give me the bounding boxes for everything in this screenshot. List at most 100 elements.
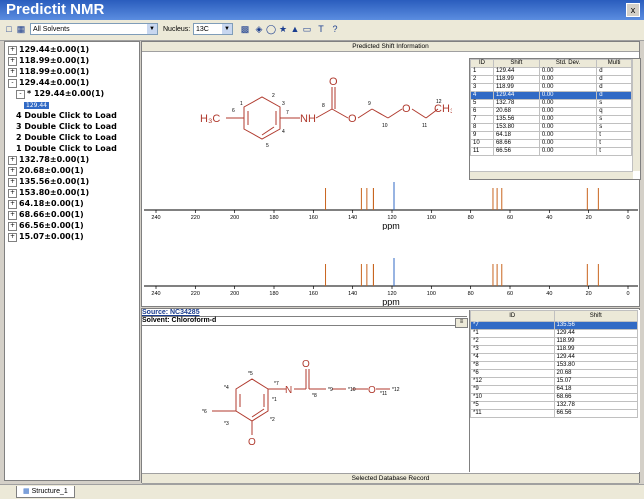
tree-item[interactable]: 4 Double Click to Load: [16, 111, 117, 120]
table-scrollbar[interactable]: [632, 59, 640, 171]
table-cell: 118.99: [553, 337, 638, 346]
column-header[interactable]: ID: [470, 59, 494, 68]
column-header[interactable]: Multi: [596, 59, 632, 68]
expand-icon[interactable]: +: [8, 233, 17, 242]
tree-item[interactable]: +118.99±0.00(1): [8, 56, 89, 66]
carbonyl-o-label: O: [329, 76, 338, 88]
tree-item[interactable]: -* 129.44±0.00(1): [16, 89, 104, 99]
nucleus-select[interactable]: 13C ▼: [193, 23, 233, 35]
expand-icon[interactable]: +: [8, 189, 17, 198]
expand-icon[interactable]: +: [8, 222, 17, 231]
ring-icon[interactable]: ◯: [266, 24, 277, 34]
tree-item[interactable]: +118.99±0.00(1): [8, 67, 89, 77]
expand-icon[interactable]: +: [8, 156, 17, 165]
table-cell: 9: [470, 131, 494, 140]
close-icon[interactable]: x: [626, 3, 640, 17]
open-folder-icon[interactable]: ▦: [16, 24, 26, 34]
new-file-icon[interactable]: □: [6, 24, 12, 34]
table-cell: 135.56: [492, 115, 540, 124]
tree-item[interactable]: +66.56±0.00(1): [8, 221, 84, 231]
collapse-icon[interactable]: -: [16, 90, 25, 99]
expand-icon[interactable]: +: [8, 167, 17, 176]
tree-item[interactable]: +68.66±0.00(1): [8, 210, 84, 220]
atom-icon[interactable]: ★: [278, 24, 288, 34]
tree-item[interactable]: 3 Double Click to Load: [16, 122, 117, 131]
collapse-icon[interactable]: -: [8, 79, 17, 88]
tree-item[interactable]: 129.44: [24, 100, 49, 109]
column-header[interactable]: ID: [470, 310, 555, 322]
column-header[interactable]: Shift: [492, 59, 540, 68]
tree-item[interactable]: -129.44±0.00(1): [8, 78, 89, 88]
table-cell: t: [596, 147, 632, 156]
column-header[interactable]: Shift: [553, 310, 638, 322]
tree-item[interactable]: +15.07±0.00(1): [8, 232, 84, 242]
tree-item[interactable]: +153.80±0.00(1): [8, 188, 89, 198]
menu-icon[interactable]: ≡: [455, 318, 468, 328]
expand-icon[interactable]: +: [8, 46, 17, 55]
tree-item-label: 4 Double Click to Load: [16, 111, 117, 120]
tree-item[interactable]: +135.56±0.00(1): [8, 177, 89, 187]
atom-number: *8: [312, 393, 317, 399]
tree-item[interactable]: +64.18±0.00(1): [8, 199, 84, 209]
expand-icon[interactable]: +: [8, 68, 17, 77]
tree-item[interactable]: 1 Double Click to Load: [16, 144, 117, 153]
solvent-select[interactable]: All Solvents ▼: [30, 23, 158, 35]
table-h-scrollbar[interactable]: [470, 171, 633, 179]
tab-structure-1[interactable]: ▦ Structure_1: [16, 486, 75, 498]
predict-icon[interactable]: ▩: [240, 24, 250, 34]
expand-icon[interactable]: +: [8, 211, 17, 220]
expand-icon[interactable]: +: [8, 200, 17, 209]
spectrum2-xlabel: ppm: [382, 297, 400, 306]
erase-icon[interactable]: ▲: [290, 24, 300, 34]
top-structure-drawing[interactable]: H₃C NH O O O CH₃ 6 1 2 3 4 5 7 8 9 10 11…: [182, 67, 452, 177]
bond-icon[interactable]: ◈: [255, 24, 263, 34]
spectrum2-tick-label: 200: [230, 291, 239, 297]
database-structure-drawing[interactable]: N O O O *5 *4 *7 *8 *9 *10 *11 *12 *6 *3…: [182, 339, 422, 469]
help-icon[interactable]: ?: [332, 24, 338, 34]
window-title: Predictit NMR: [6, 1, 105, 18]
column-header[interactable]: Std. Dev.: [538, 59, 598, 68]
expand-icon[interactable]: +: [8, 178, 17, 187]
expand-icon[interactable]: +: [8, 57, 17, 66]
tree-item[interactable]: +129.44±0.00(1): [8, 45, 89, 55]
source-link[interactable]: Source: NC34285: [142, 309, 467, 317]
predicted-shift-panel: Predicted Shift Information H₃C NH O O O…: [141, 41, 641, 307]
spectrum2-tick-label: 40: [546, 291, 552, 297]
text-icon[interactable]: T: [318, 24, 324, 34]
tree-item[interactable]: +132.78±0.00(1): [8, 155, 89, 165]
table-cell: 118.99: [553, 345, 638, 354]
copy-icon[interactable]: ▭: [302, 24, 312, 34]
tree-item[interactable]: +20.68±0.00(1): [8, 166, 84, 176]
atom-number: *1: [272, 397, 277, 403]
table-cell: d: [596, 91, 632, 100]
table-cell: *12: [470, 377, 555, 386]
tree-item[interactable]: 2 Double Click to Load: [16, 133, 117, 142]
